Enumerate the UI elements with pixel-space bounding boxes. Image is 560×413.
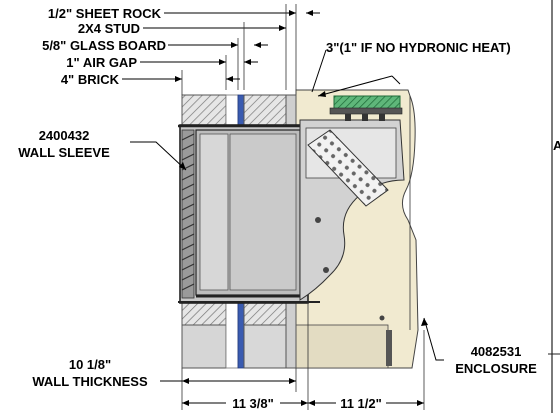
label-enclosure-name: ENCLOSURE — [455, 361, 537, 376]
label-sheet-rock: 1/2" SHEET ROCK — [48, 6, 162, 21]
label-edge-letter: A — [553, 138, 560, 153]
unit-interior — [299, 95, 405, 321]
label-glass-board: 5/8" GLASS BOARD — [42, 38, 166, 53]
label-sleeve-part: 2400432 — [39, 128, 90, 143]
label-wall-thickness-value: 10 1/8" — [69, 357, 111, 372]
clearance-leader — [311, 49, 401, 97]
layer-leaders — [122, 4, 320, 95]
label-air-gap: 1" AIR GAP — [66, 55, 137, 70]
label-wall-thickness: WALL THICKNESS — [32, 374, 148, 389]
sleeve-leader — [130, 141, 187, 171]
label-clearance: 3"(1" IF NO HYDRONIC HEAT) — [326, 40, 511, 55]
label-sleeve-depth: 11 3/8" — [232, 396, 274, 411]
label-brick: 4" BRICK — [61, 72, 120, 87]
label-enclosure-part: 4082531 — [471, 344, 522, 359]
label-sleeve-name: WALL SLEEVE — [18, 145, 110, 160]
label-stud: 2X4 STUD — [78, 21, 140, 36]
label-enclosure-depth: 11 1/2" — [340, 396, 382, 411]
enclosure-leader — [421, 317, 444, 361]
bottom-dimensions — [160, 302, 425, 410]
wall-sleeve — [178, 124, 320, 304]
